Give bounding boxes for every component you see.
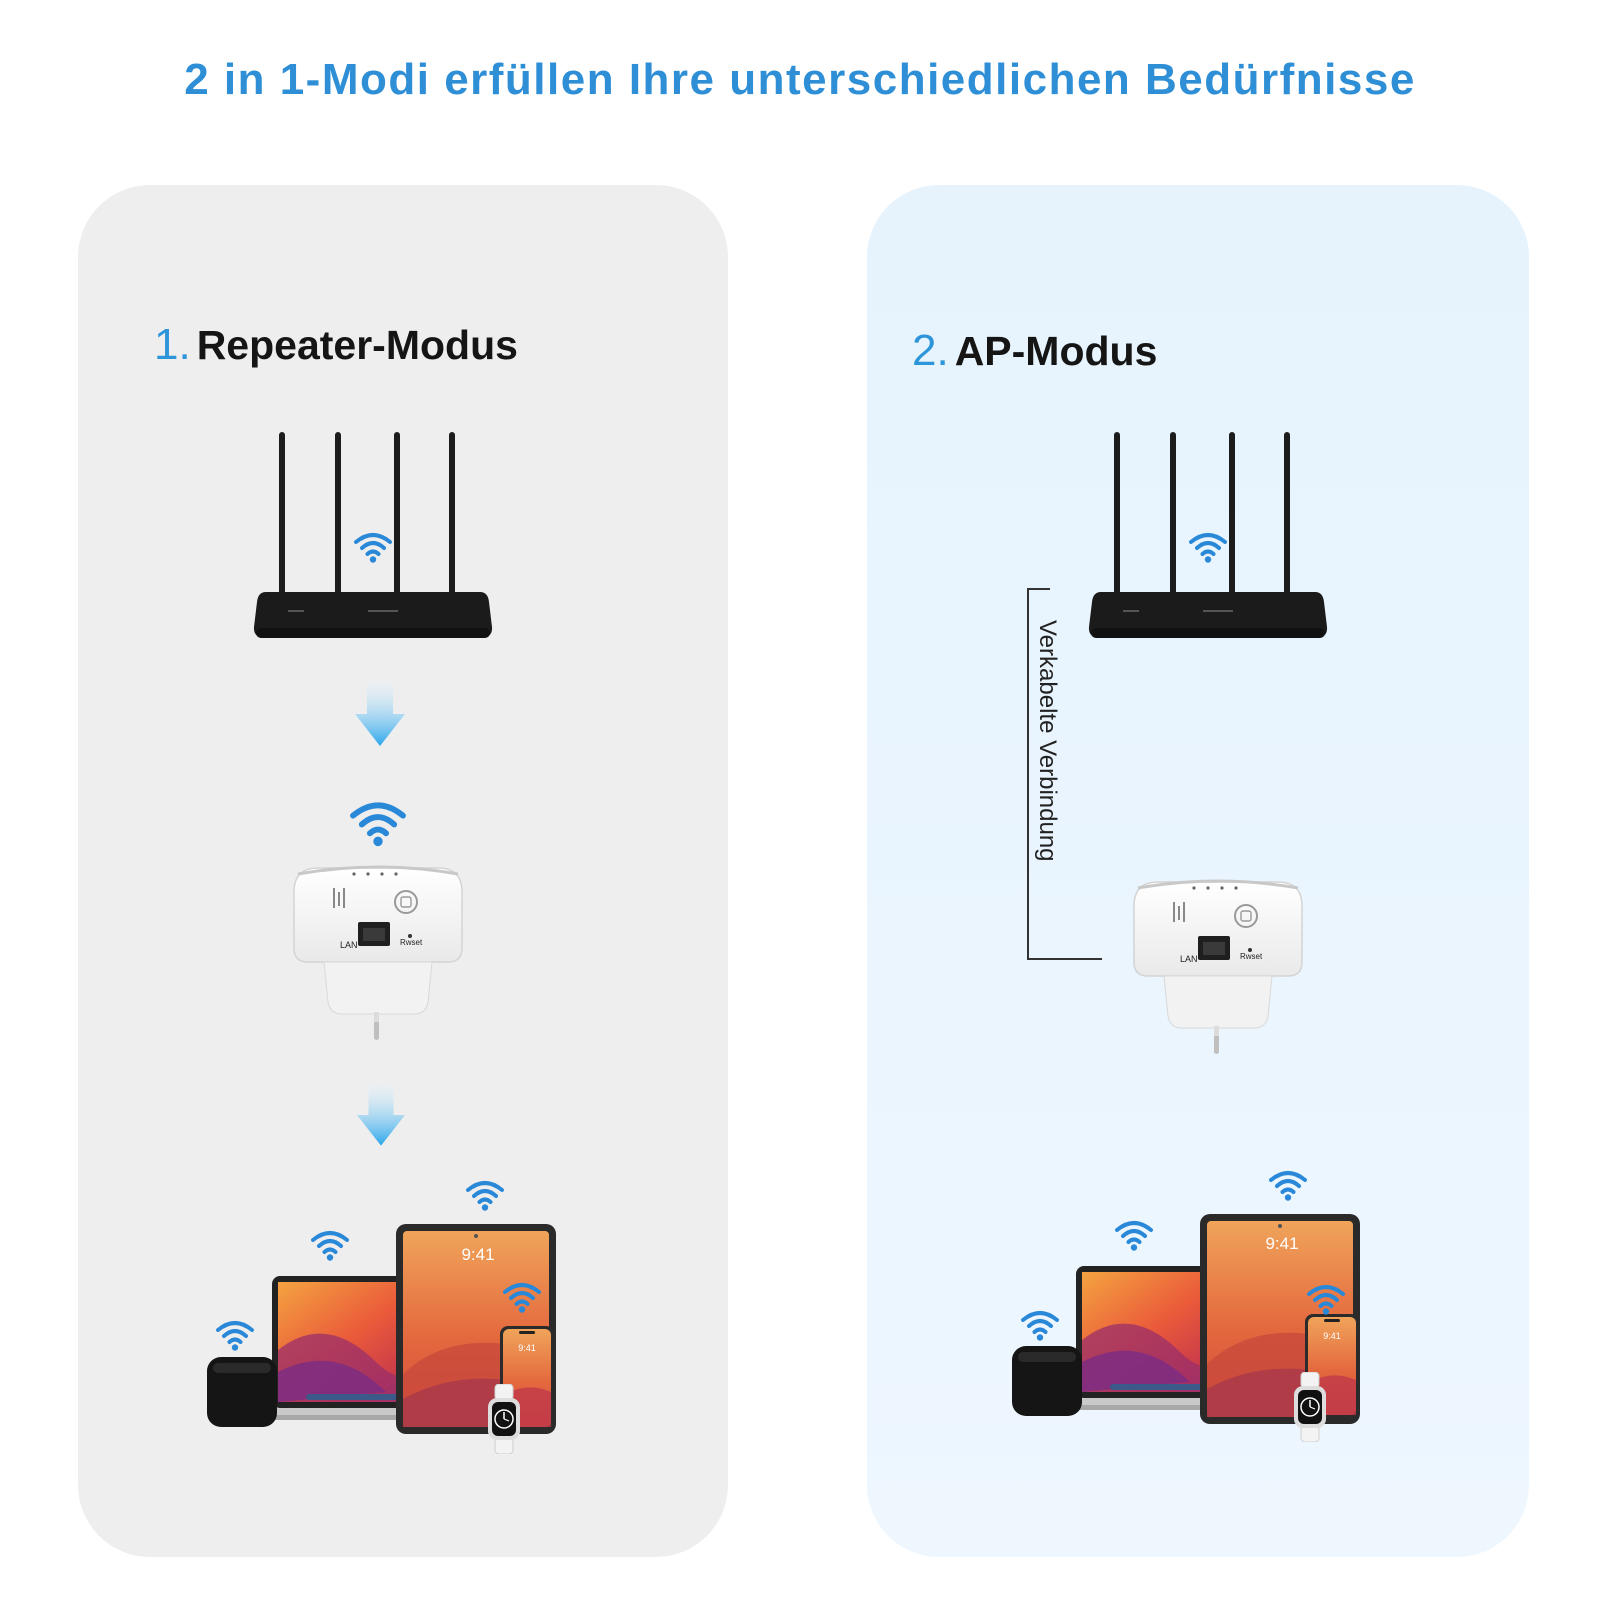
mode-label: Repeater-Modus	[196, 322, 518, 368]
wifi-extender-icon	[288, 862, 468, 1042]
reset-label: Rwset	[400, 938, 423, 947]
mode-number: 1.	[154, 320, 191, 369]
ap-mode-title: 2.AP-Modus	[912, 326, 1157, 376]
wifi-icon	[1268, 1168, 1308, 1202]
smart-speaker-icon	[1012, 1346, 1082, 1416]
wifi-icon	[353, 530, 393, 564]
down-arrow-icon	[355, 680, 405, 746]
wifi-icon	[1306, 1282, 1346, 1316]
wifi-icon	[348, 798, 408, 848]
lan-port-label: LAN	[340, 940, 358, 950]
page-headline: 2 in 1-Modi erfüllen Ihre unterschiedlic…	[184, 55, 1416, 104]
tablet-clock: 9:41	[461, 1245, 495, 1264]
smartwatch-icon	[1290, 1372, 1330, 1442]
wifi-icon	[215, 1318, 255, 1352]
wired-connection-bracket	[1027, 588, 1102, 960]
wifi-icon	[465, 1178, 505, 1212]
mode-number: 2.	[912, 326, 949, 375]
wifi-icon	[1020, 1308, 1060, 1342]
phone-clock: 9:41	[518, 1343, 536, 1353]
reset-label: Rwset	[1240, 952, 1263, 961]
wifi-icon	[310, 1228, 350, 1262]
wifi-icon	[1188, 530, 1228, 564]
smartwatch-icon	[484, 1384, 524, 1454]
smart-speaker-icon	[207, 1357, 277, 1427]
wifi-icon	[1114, 1218, 1154, 1252]
mode-label: AP-Modus	[954, 328, 1158, 374]
lan-port-label: LAN	[1180, 954, 1198, 964]
repeater-mode-title: 1.Repeater-Modus	[154, 320, 518, 370]
wifi-extender-icon	[1128, 876, 1308, 1056]
wired-connection-label: Verkabelte Verbindung	[1034, 620, 1061, 862]
phone-clock: 9:41	[1323, 1331, 1341, 1341]
tablet-clock: 9:41	[1265, 1234, 1299, 1253]
down-arrow-icon	[357, 1082, 405, 1146]
wifi-icon	[502, 1280, 542, 1314]
